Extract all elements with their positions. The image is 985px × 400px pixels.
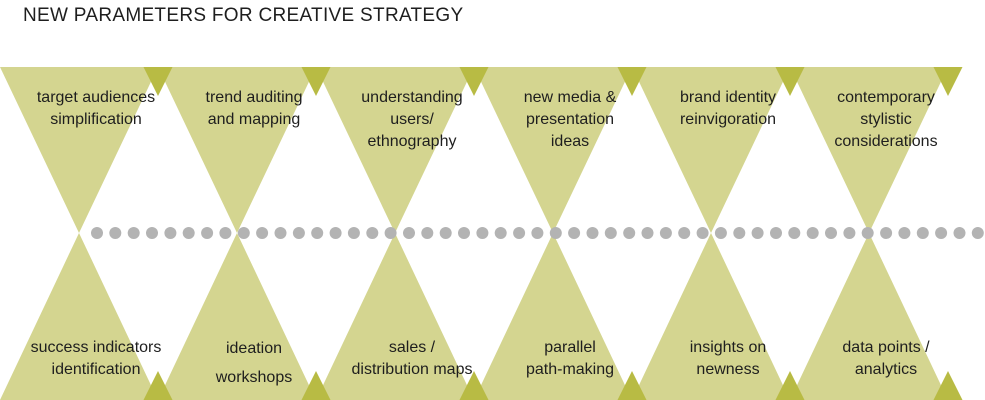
top-notch-4 [617,67,647,96]
timeline-dot [256,227,269,239]
timeline-dot [898,227,911,239]
timeline-dot [861,227,874,239]
timeline-dot [880,227,893,239]
timeline-dot [825,227,837,239]
timeline-dot [146,227,158,239]
timeline-dot [237,227,250,239]
timeline-dot [127,227,140,239]
timeline-dot [274,227,287,239]
bottom-notch-2 [301,371,331,400]
bottom-notch-3 [459,371,489,400]
top-triangle-1 [0,67,158,233]
timeline-dot [403,227,415,239]
timeline-dot [329,227,342,239]
bottom-notch-1 [143,371,173,400]
bottom-notch-5 [775,371,805,400]
top-triangle-2 [158,67,316,233]
top-item-5: brand identity reinvigoration [679,89,777,128]
timeline-dot [421,227,434,239]
bottom-triangle-4 [474,233,632,400]
diagram-title: NEW PARAMETERS FOR CREATIVE STRATEGY [23,5,464,26]
top-triangle-5 [632,67,790,233]
timeline-dot [164,227,177,239]
top-notch-6 [933,67,963,96]
top-triangle-4 [474,67,632,233]
timeline-dot [696,227,709,239]
timeline-dot [91,227,103,239]
timeline-dot [935,227,948,239]
top-item-2: trend auditing and mapping [205,89,303,128]
bottom-triangle-3 [316,233,474,400]
timeline-dot [604,227,617,239]
timeline-dot [641,227,654,239]
timeline-dot [458,227,470,239]
timeline-dot [714,227,727,239]
timeline-dot [733,227,746,239]
top-item-1: target audiences simplification [36,89,156,128]
bottom-item-4: parallel path-making [525,339,615,378]
bottom-notch-6 [933,371,963,400]
top-item-6: contemporary stylistic considerations [834,89,938,150]
timeline-dot [201,227,214,239]
top-triangle-6 [790,67,948,233]
bottom-item-6: data points / analytics [842,339,930,378]
timeline-dot [751,227,764,239]
bottom-triangle-1 [0,233,158,400]
timeline-dot [109,227,122,239]
bottom-triangle-5 [632,233,790,400]
timeline-dot [384,227,397,239]
top-notch-2 [301,67,331,96]
timeline-dot [678,227,691,239]
timeline-dot [806,227,819,239]
timeline-dot [219,227,232,239]
timeline-dot [292,227,305,239]
timeline-dot [531,227,544,239]
bottom-triangle-6 [790,233,948,400]
bottom-item-2: ideation workshops [215,340,293,386]
timeline-dot [586,227,599,239]
timeline-dot [916,227,929,239]
timeline-dot [439,227,452,239]
top-item-3: understanding users/ ethnography [361,89,463,150]
timeline-dot [476,227,489,239]
timeline-dot [568,227,581,239]
top-triangle-3 [316,67,474,233]
timeline-dot [347,227,360,239]
timeline-dot [770,227,782,239]
timeline-dot [182,227,195,239]
bottom-item-3: sales / distribution maps [351,339,473,378]
bottom-item-5: insights on newness [689,339,767,378]
timeline-dot [513,227,526,239]
timeline-dot [311,227,324,239]
top-notch-1 [143,67,173,96]
top-item-4: new media & presentation ideas [523,89,617,150]
timeline-dot [366,227,379,239]
top-notch-3 [459,67,489,96]
bottom-triangle-2 [158,233,316,400]
bottom-notch-4 [617,371,647,400]
bottom-item-1: success indicators identification [30,339,162,378]
timeline-dot [843,227,856,239]
timeline-dot [549,227,562,239]
top-notch-5 [775,67,805,96]
timeline-dot [971,227,984,239]
timeline-dot [953,227,966,239]
timeline-dot [659,227,672,239]
timeline-dot [788,227,801,239]
timeline-dot [623,227,636,239]
timeline-dot [494,227,507,239]
